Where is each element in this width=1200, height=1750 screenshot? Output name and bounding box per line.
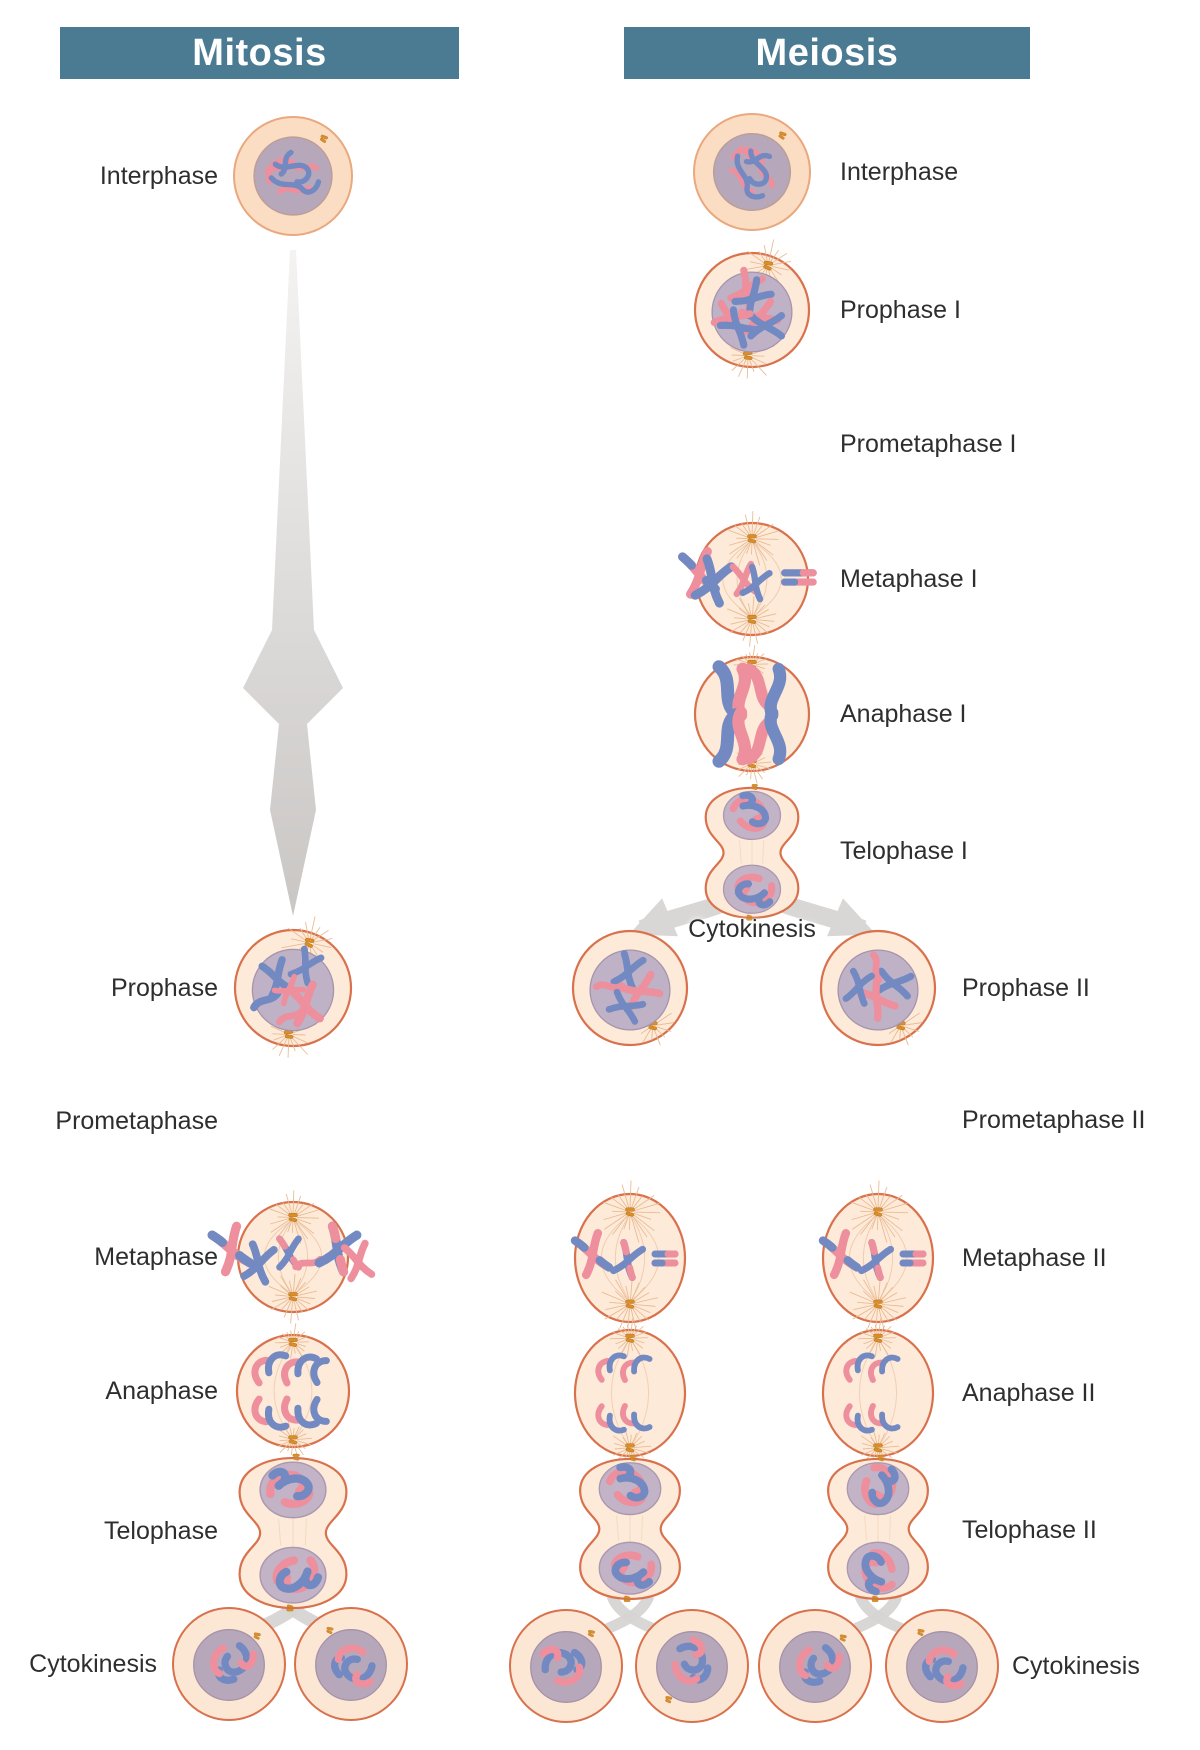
label-meiosis-prometaphase-2: Prometaphase II: [962, 1106, 1146, 1134]
cell-meiosis-cytokinesis-daughter-2: [635, 1609, 749, 1723]
label-meiosis-prophase-1: Prophase I: [840, 296, 961, 324]
cell-meiosis-prophase-i: [693, 239, 811, 379]
cell-mitosis-interphase: [233, 116, 353, 236]
cell-meiosis-telophase-i: [704, 784, 800, 921]
label-mitosis-interphase: Interphase: [99, 162, 218, 190]
label-mitosis-prometaphase: Prometaphase: [55, 1107, 218, 1135]
cell-meiosis-cytokinesis-daughter-1: [509, 1609, 623, 1723]
cell-meiosis-anaphase-ii-2: [821, 1316, 935, 1470]
cell-meiosis-metaphase-i: [678, 511, 817, 647]
label-meiosis-prophase-2: Prophase II: [962, 974, 1090, 1002]
cell-meiosis-telophase-ii-2: [827, 1454, 929, 1602]
cell-meiosis-anaphase-i: [693, 645, 811, 784]
cell-mitosis-cytokinesis-daughter-2: [294, 1607, 408, 1721]
label-mitosis-metaphase: Metaphase: [94, 1243, 218, 1271]
cell-meiosis-prophase-ii-2: [819, 929, 937, 1047]
cell-mitosis-prophase: [233, 916, 353, 1058]
cell-meiosis-interphase: [693, 113, 811, 231]
cell-mitosis-telophase: [238, 1453, 348, 1612]
cell-meiosis-cytokinesis-daughter-4: [885, 1609, 999, 1723]
label-meiosis-interphase: Interphase: [840, 158, 959, 186]
label-meiosis-telophase-1: Telophase I: [840, 837, 968, 865]
label-mitosis-cytokinesis: Cytokinesis: [29, 1650, 157, 1678]
label-mitosis-anaphase: Anaphase: [105, 1377, 218, 1405]
meiosis-column-header: Meiosis: [624, 27, 1030, 79]
label-meiosis-cytokinesis-mid: Cytokinesis: [688, 915, 816, 943]
label-meiosis-metaphase-2: Metaphase II: [962, 1244, 1107, 1272]
cell-meiosis-telophase-ii-1: [579, 1454, 681, 1602]
mitosis-column-header: Mitosis: [60, 27, 459, 79]
cell-mitosis-cytokinesis-daughter-1: [172, 1607, 286, 1721]
label-meiosis-anaphase-1: Anaphase I: [840, 700, 967, 728]
mitosis-progression-arrow: [243, 250, 343, 916]
cell-meiosis-anaphase-ii-1: [573, 1316, 687, 1470]
cell-meiosis-metaphase-ii-1: [570, 1180, 687, 1336]
cell-meiosis-metaphase-ii-2: [818, 1180, 935, 1336]
label-meiosis-telophase-2: Telophase II: [962, 1516, 1097, 1544]
cell-meiosis-cytokinesis-daughter-3: [758, 1609, 872, 1723]
label-meiosis-anaphase-2: Anaphase II: [962, 1379, 1096, 1407]
label-mitosis-prophase: Prophase: [110, 974, 218, 1002]
label-meiosis-metaphase-1: Metaphase I: [840, 565, 978, 593]
label-mitosis-telophase: Telophase: [104, 1517, 218, 1545]
cell-mitosis-metaphase: [207, 1190, 376, 1324]
label-meiosis-cytokinesis-final: Cytokinesis: [1012, 1652, 1140, 1680]
label-meiosis-prometaphase-1: Prometaphase I: [840, 430, 1017, 458]
cell-mitosis-anaphase: [235, 1323, 351, 1460]
cell-meiosis-prophase-ii-1: [571, 929, 689, 1047]
